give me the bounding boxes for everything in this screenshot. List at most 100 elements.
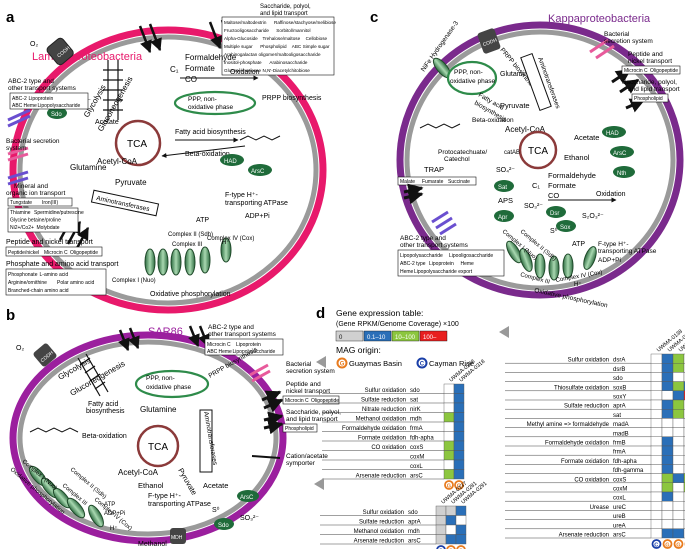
expression-cell bbox=[672, 390, 685, 401]
expression-cell bbox=[661, 510, 674, 520]
c-fatty-acid-chain bbox=[419, 123, 461, 129]
a-acetylcoa: Acetyl-CoA bbox=[97, 157, 138, 166]
c-formaldehyde: Formaldehyde bbox=[548, 171, 596, 180]
c-secretion-1: Bacterial bbox=[604, 31, 630, 38]
kappa-title: Kappaproteobacteria bbox=[548, 13, 651, 25]
expression-cell bbox=[672, 399, 685, 410]
table-gene: soxY bbox=[613, 395, 626, 401]
expression-cell bbox=[453, 469, 465, 480]
table-pathway: Formate oxidation bbox=[561, 459, 609, 465]
table-pathway: Sulfate reduction bbox=[359, 520, 404, 526]
expression-cell bbox=[443, 421, 455, 432]
c-sat-enzyme bbox=[494, 180, 514, 192]
c-peptide-1: Peptide and bbox=[628, 51, 663, 58]
c-abc2-cell: ABC-2 type bbox=[400, 261, 426, 267]
a-mineral-cell-0: Tungstate bbox=[10, 200, 32, 206]
b-tca: TCA bbox=[148, 442, 168, 453]
a-sacch-cell: Fructooligosaccharide bbox=[224, 28, 269, 33]
b-ethanol: Ethanol bbox=[138, 481, 164, 490]
c-dsr-enzyme bbox=[546, 206, 566, 218]
table-marker-triangle bbox=[499, 326, 509, 338]
c-so3: SO₃²⁻ bbox=[524, 203, 543, 210]
expression-cell bbox=[650, 464, 663, 474]
expression-cell bbox=[455, 524, 467, 535]
codh-transporter bbox=[46, 37, 74, 66]
a-formaldehyde: Formaldehyde bbox=[185, 53, 237, 62]
c-c1: C₁ bbox=[532, 181, 540, 190]
a-ppp-oval bbox=[173, 90, 257, 116]
legend-swatch bbox=[391, 330, 420, 342]
expression-cell bbox=[650, 427, 663, 438]
expression-cell bbox=[453, 440, 465, 451]
table-gene: sat bbox=[410, 398, 418, 404]
a-sacch-cell: Inositol-phosphate bbox=[224, 60, 262, 65]
a-pyruvate: Pyruvate bbox=[115, 178, 147, 187]
c-abc2-cell: Heme bbox=[400, 269, 414, 275]
c-pyruvate: Pyruvate bbox=[500, 101, 530, 110]
a-co: CO bbox=[185, 75, 197, 84]
b-ppp-1: PPP, non- bbox=[146, 375, 175, 382]
a-abc2-cell: Lipopolysaccharide bbox=[38, 103, 81, 109]
c-peptide-table bbox=[621, 65, 681, 75]
a-cx1: Complex I (Nuo) bbox=[112, 278, 156, 284]
c-so4: SO₄²⁻ bbox=[496, 167, 515, 174]
b-sacch-table bbox=[282, 423, 318, 433]
expression-cell bbox=[672, 455, 685, 465]
b-mdh: MDH bbox=[171, 535, 183, 541]
legend-bin-label: 10–100 bbox=[395, 335, 416, 341]
a-sacch-cell: Phospholipid bbox=[260, 44, 287, 49]
panel-d-letter: d bbox=[316, 305, 325, 322]
c-ftype-1: F-type H⁺- bbox=[598, 241, 629, 248]
o2-label: O₂ bbox=[30, 41, 38, 48]
table-pathway: Arsenate reduction bbox=[356, 474, 406, 480]
b-peptide-2: nickel transport bbox=[286, 388, 330, 395]
expression-cell bbox=[445, 524, 457, 535]
a-arsc: ArsC bbox=[251, 169, 265, 175]
c-oxidation: Oxidation bbox=[596, 191, 626, 198]
expression-cell bbox=[661, 372, 674, 382]
expression-cell bbox=[672, 372, 685, 382]
a-formate: Formate bbox=[185, 64, 215, 73]
expression-cell bbox=[650, 455, 663, 465]
expression-cell bbox=[435, 534, 447, 545]
b-sacch-2: and lipid transport bbox=[286, 416, 338, 423]
a-sacch-cell: Alpha-Glucoside bbox=[224, 36, 258, 41]
expression-cell bbox=[661, 455, 674, 465]
origin-mark bbox=[416, 357, 428, 369]
b-abc2-2: other transport systems bbox=[208, 331, 277, 338]
b-tca-cycle bbox=[136, 424, 180, 468]
table-pathway: Methanol oxidation bbox=[354, 529, 404, 535]
table-gene: fdh-gamma bbox=[613, 468, 644, 474]
column-origin-letter: C bbox=[654, 542, 658, 548]
legend-swatch bbox=[363, 330, 392, 342]
table-pathway: CO oxidation bbox=[574, 477, 609, 483]
table-pathway: Sulfur oxidation bbox=[568, 358, 609, 364]
legend-swatch bbox=[419, 330, 448, 342]
c-peptide-2: nickel transport bbox=[628, 58, 672, 65]
c-peptide-cell-1: Oligopeptide bbox=[650, 68, 678, 74]
c-dsr: Dsr bbox=[550, 211, 559, 217]
c-left-transporters bbox=[403, 183, 457, 236]
expression-cell bbox=[443, 393, 455, 404]
column-origin-mark bbox=[673, 539, 684, 549]
table-pathway: Sulfate reduction bbox=[361, 398, 406, 404]
b-cation-arrow bbox=[251, 455, 281, 459]
c-proto-2: Catechol bbox=[444, 156, 470, 163]
c-sox: Sox bbox=[560, 225, 570, 231]
expression-cell bbox=[650, 491, 663, 502]
c-secretion-2: secretion system bbox=[604, 38, 653, 45]
a-peptide-cell-2: Oligopeptide bbox=[70, 250, 98, 256]
c-trap-cell-0: Malate bbox=[400, 179, 415, 185]
a-oxidation: Oxidation bbox=[230, 69, 260, 76]
b-sdo-enzyme bbox=[214, 518, 234, 530]
c-amino-box bbox=[520, 52, 552, 112]
table-gene: frmB bbox=[613, 441, 626, 447]
expression-cell bbox=[455, 534, 467, 545]
a-mineral-1: Mineral and bbox=[14, 183, 48, 190]
table-pathway: Formate oxidation bbox=[358, 436, 406, 442]
c-beta: Beta-oxidation bbox=[472, 117, 514, 124]
expression-cell bbox=[650, 399, 663, 410]
